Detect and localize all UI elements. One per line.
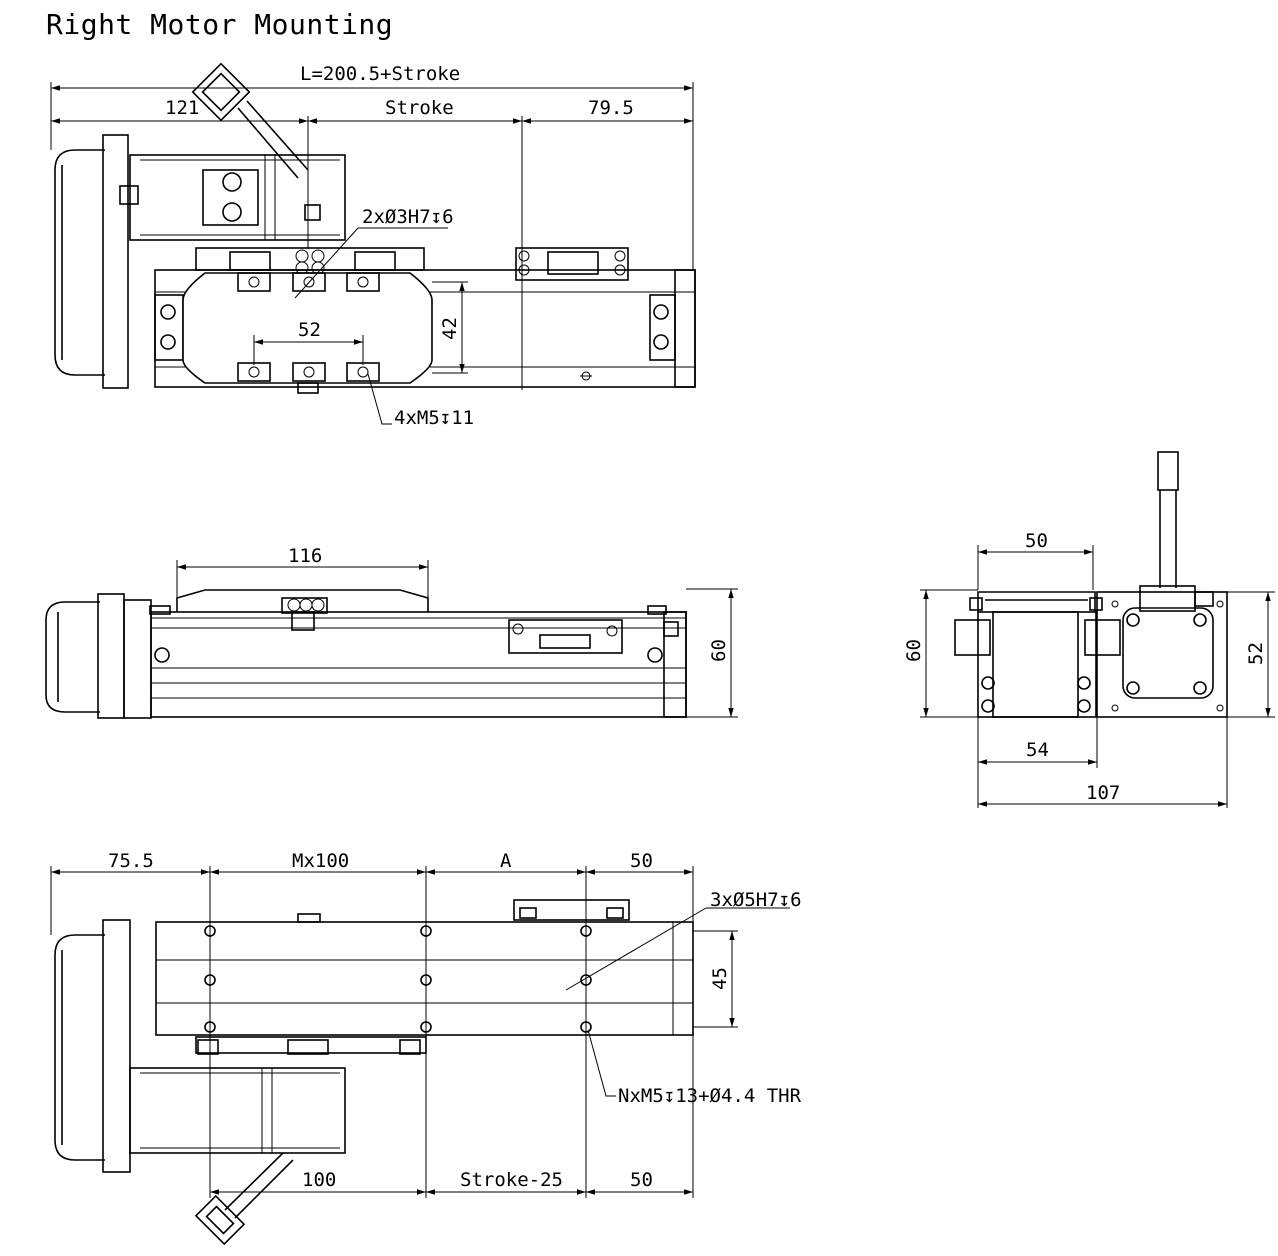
dim-hole-pitch: 52 — [298, 319, 321, 341]
dim-bottom-left: 75.5 — [108, 850, 154, 872]
note-pin-holes: 2xØ3H7↧6 — [362, 206, 454, 228]
dim-overall-width: 107 — [1086, 782, 1120, 804]
dim-bottom-end: 50 — [630, 1169, 653, 1191]
bottom-view: 75.5 Mx100 A 50 — [50, 850, 802, 1246]
dim-bottom-pitch: 100 — [302, 1169, 336, 1191]
dim-bottom-right: 50 — [630, 850, 653, 872]
page-title: Right Motor Mounting — [46, 8, 394, 41]
dim-motor-height: 52 — [1245, 642, 1267, 665]
dim-bottom-stroke-minus: Stroke-25 — [460, 1169, 563, 1191]
dim-bottom-pitch-total: Mx100 — [292, 850, 349, 872]
dim-end-height: 60 — [903, 639, 925, 662]
dim-carriage-width: 42 — [439, 317, 461, 340]
dim-left: 121 — [165, 97, 199, 119]
side-view: 116 60 — [45, 545, 738, 719]
note-tapped-holes: 4xM5↧11 — [394, 407, 474, 429]
dim-base-width: 54 — [1026, 739, 1049, 761]
dim-rail-width: 45 — [709, 967, 731, 990]
note-dowel-holes: 3xØ5H7↧6 — [710, 889, 802, 911]
dim-carriage-length: 116 — [288, 545, 322, 567]
dim-end-carriage-width: 50 — [1025, 530, 1048, 552]
end-view: 50 60 — [903, 451, 1275, 808]
dim-overall-length: L=200.5+Stroke — [300, 63, 460, 85]
dim-bottom-a: A — [500, 850, 512, 872]
top-view: L=200.5+Stroke 121 Stroke 79.5 — [50, 62, 696, 429]
dim-stroke: Stroke — [385, 97, 454, 119]
dim-side-height: 60 — [708, 639, 730, 662]
dim-right: 79.5 — [588, 97, 634, 119]
note-mount-holes: NxM5↧13+Ø4.4 THR — [618, 1085, 802, 1107]
